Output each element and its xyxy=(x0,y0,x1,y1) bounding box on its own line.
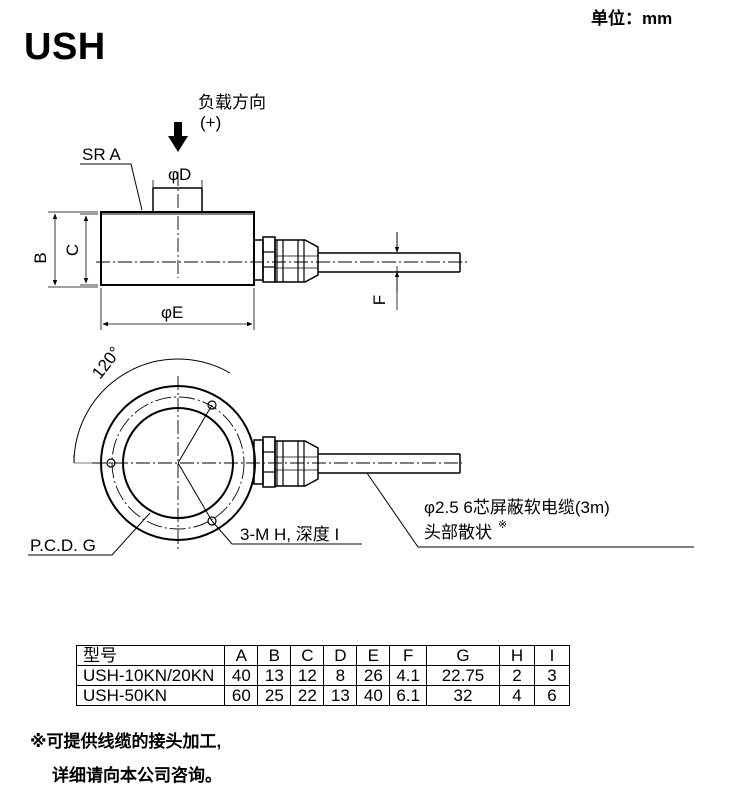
col-d: D xyxy=(323,645,358,666)
cable-mark: ※ xyxy=(498,519,507,531)
table-cell: 40 xyxy=(356,685,391,706)
model-title: USH xyxy=(24,26,106,68)
table-row: USH-50KN 60 25 22 13 40 6.1 32 4 6 xyxy=(75,685,570,706)
load-sign-label: (+) xyxy=(200,113,221,132)
col-g: G xyxy=(425,645,500,666)
hole-label: 3-M H, 深度 I xyxy=(240,525,339,544)
angle-label: 120° xyxy=(88,343,125,382)
load-direction-label: 负载方向 xyxy=(198,93,266,112)
table-cell: USH-10KN/20KN xyxy=(75,665,226,686)
b-label: B xyxy=(31,252,50,263)
table-cell: 22 xyxy=(290,685,325,706)
note-line-1: ※可提供线缆的接头加工, xyxy=(30,732,222,751)
dimension-drawing: 负载方向 (+) SR A φD φE B C F xyxy=(28,93,694,556)
table-cell: 40 xyxy=(224,665,259,686)
table-cell: 6 xyxy=(533,685,570,706)
table-cell: USH-50KN xyxy=(75,685,226,706)
table-cell: 12 xyxy=(290,665,325,686)
table-cell: 8 xyxy=(323,665,358,686)
side-view xyxy=(48,122,470,330)
col-model: 型号 xyxy=(75,645,226,666)
col-e: E xyxy=(356,645,391,666)
pcd-label: P.C.D. G xyxy=(30,536,96,555)
note-line-2: 详细请向本公司咨询。 xyxy=(52,766,222,785)
cable-end-label: 头部散状 xyxy=(424,523,492,542)
e-label: φE xyxy=(161,303,183,322)
table-cell: 4.1 xyxy=(389,665,427,686)
unit-label: 单位：mm xyxy=(591,9,673,28)
col-f: F xyxy=(389,645,427,666)
table-cell: 32 xyxy=(425,685,500,706)
col-c: C xyxy=(290,645,325,666)
top-view xyxy=(28,358,694,556)
col-b: B xyxy=(257,645,292,666)
d-label: φD xyxy=(168,165,191,184)
spec-table: 型号 A B C D E F G H I USH-10KN/20KN 40 13… xyxy=(75,645,570,706)
table-cell: 4 xyxy=(498,685,535,706)
cable-label: φ2.5 6芯屏蔽软电缆(3m) xyxy=(424,498,610,517)
table-header-row: 型号 A B C D E F G H I xyxy=(75,645,570,666)
col-i: I xyxy=(533,645,570,666)
table-cell: 6.1 xyxy=(389,685,427,706)
table-cell: 13 xyxy=(323,685,358,706)
sr-label: SR A xyxy=(82,145,121,164)
f-label: F xyxy=(370,295,389,305)
table-cell: 22.75 xyxy=(425,665,500,686)
table-row: USH-10KN/20KN 40 13 12 8 26 4.1 22.75 2 … xyxy=(75,665,570,686)
table-cell: 3 xyxy=(533,665,570,686)
load-arrow-icon xyxy=(168,122,188,152)
col-h: H xyxy=(498,645,535,666)
c-label: C xyxy=(63,244,82,256)
table-cell: 60 xyxy=(224,685,259,706)
table-cell: 2 xyxy=(498,665,535,686)
table-cell: 25 xyxy=(257,685,292,706)
table-cell: 13 xyxy=(257,665,292,686)
table-cell: 26 xyxy=(356,665,391,686)
col-a: A xyxy=(224,645,259,666)
